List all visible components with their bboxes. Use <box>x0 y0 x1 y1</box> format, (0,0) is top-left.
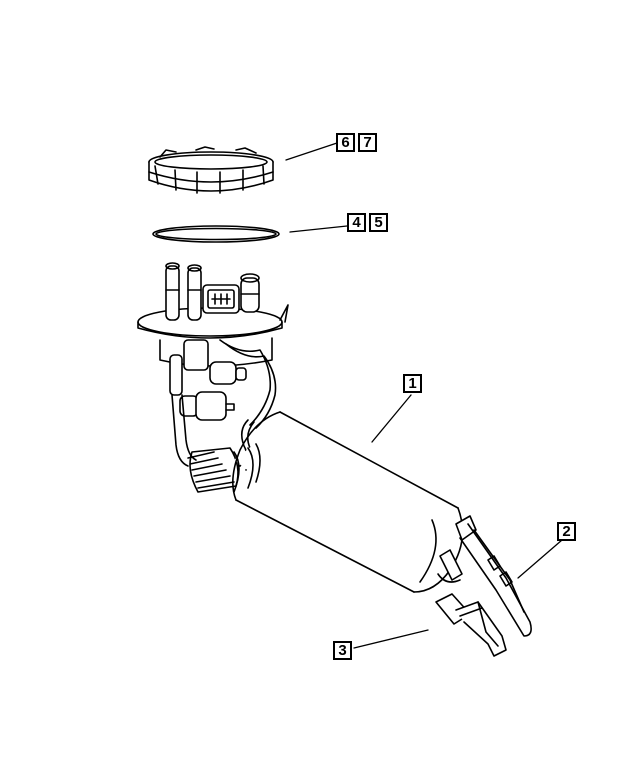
callout-2: 2 <box>557 522 576 541</box>
float-arm <box>437 515 532 637</box>
callout-5: 5 <box>369 213 388 232</box>
fuel-pump-cylinder <box>232 411 464 593</box>
module-flange <box>137 262 289 339</box>
wiring-connector <box>435 593 507 657</box>
reservoir-body <box>159 337 277 493</box>
gasket-seal <box>152 225 280 243</box>
callout-6: 6 <box>336 133 355 152</box>
callout-1: 1 <box>403 374 422 393</box>
lock-ring <box>148 146 274 194</box>
callout-4: 4 <box>347 213 366 232</box>
callout-3: 3 <box>333 641 352 660</box>
leader-lines <box>285 142 563 649</box>
callout-7: 7 <box>358 133 377 152</box>
